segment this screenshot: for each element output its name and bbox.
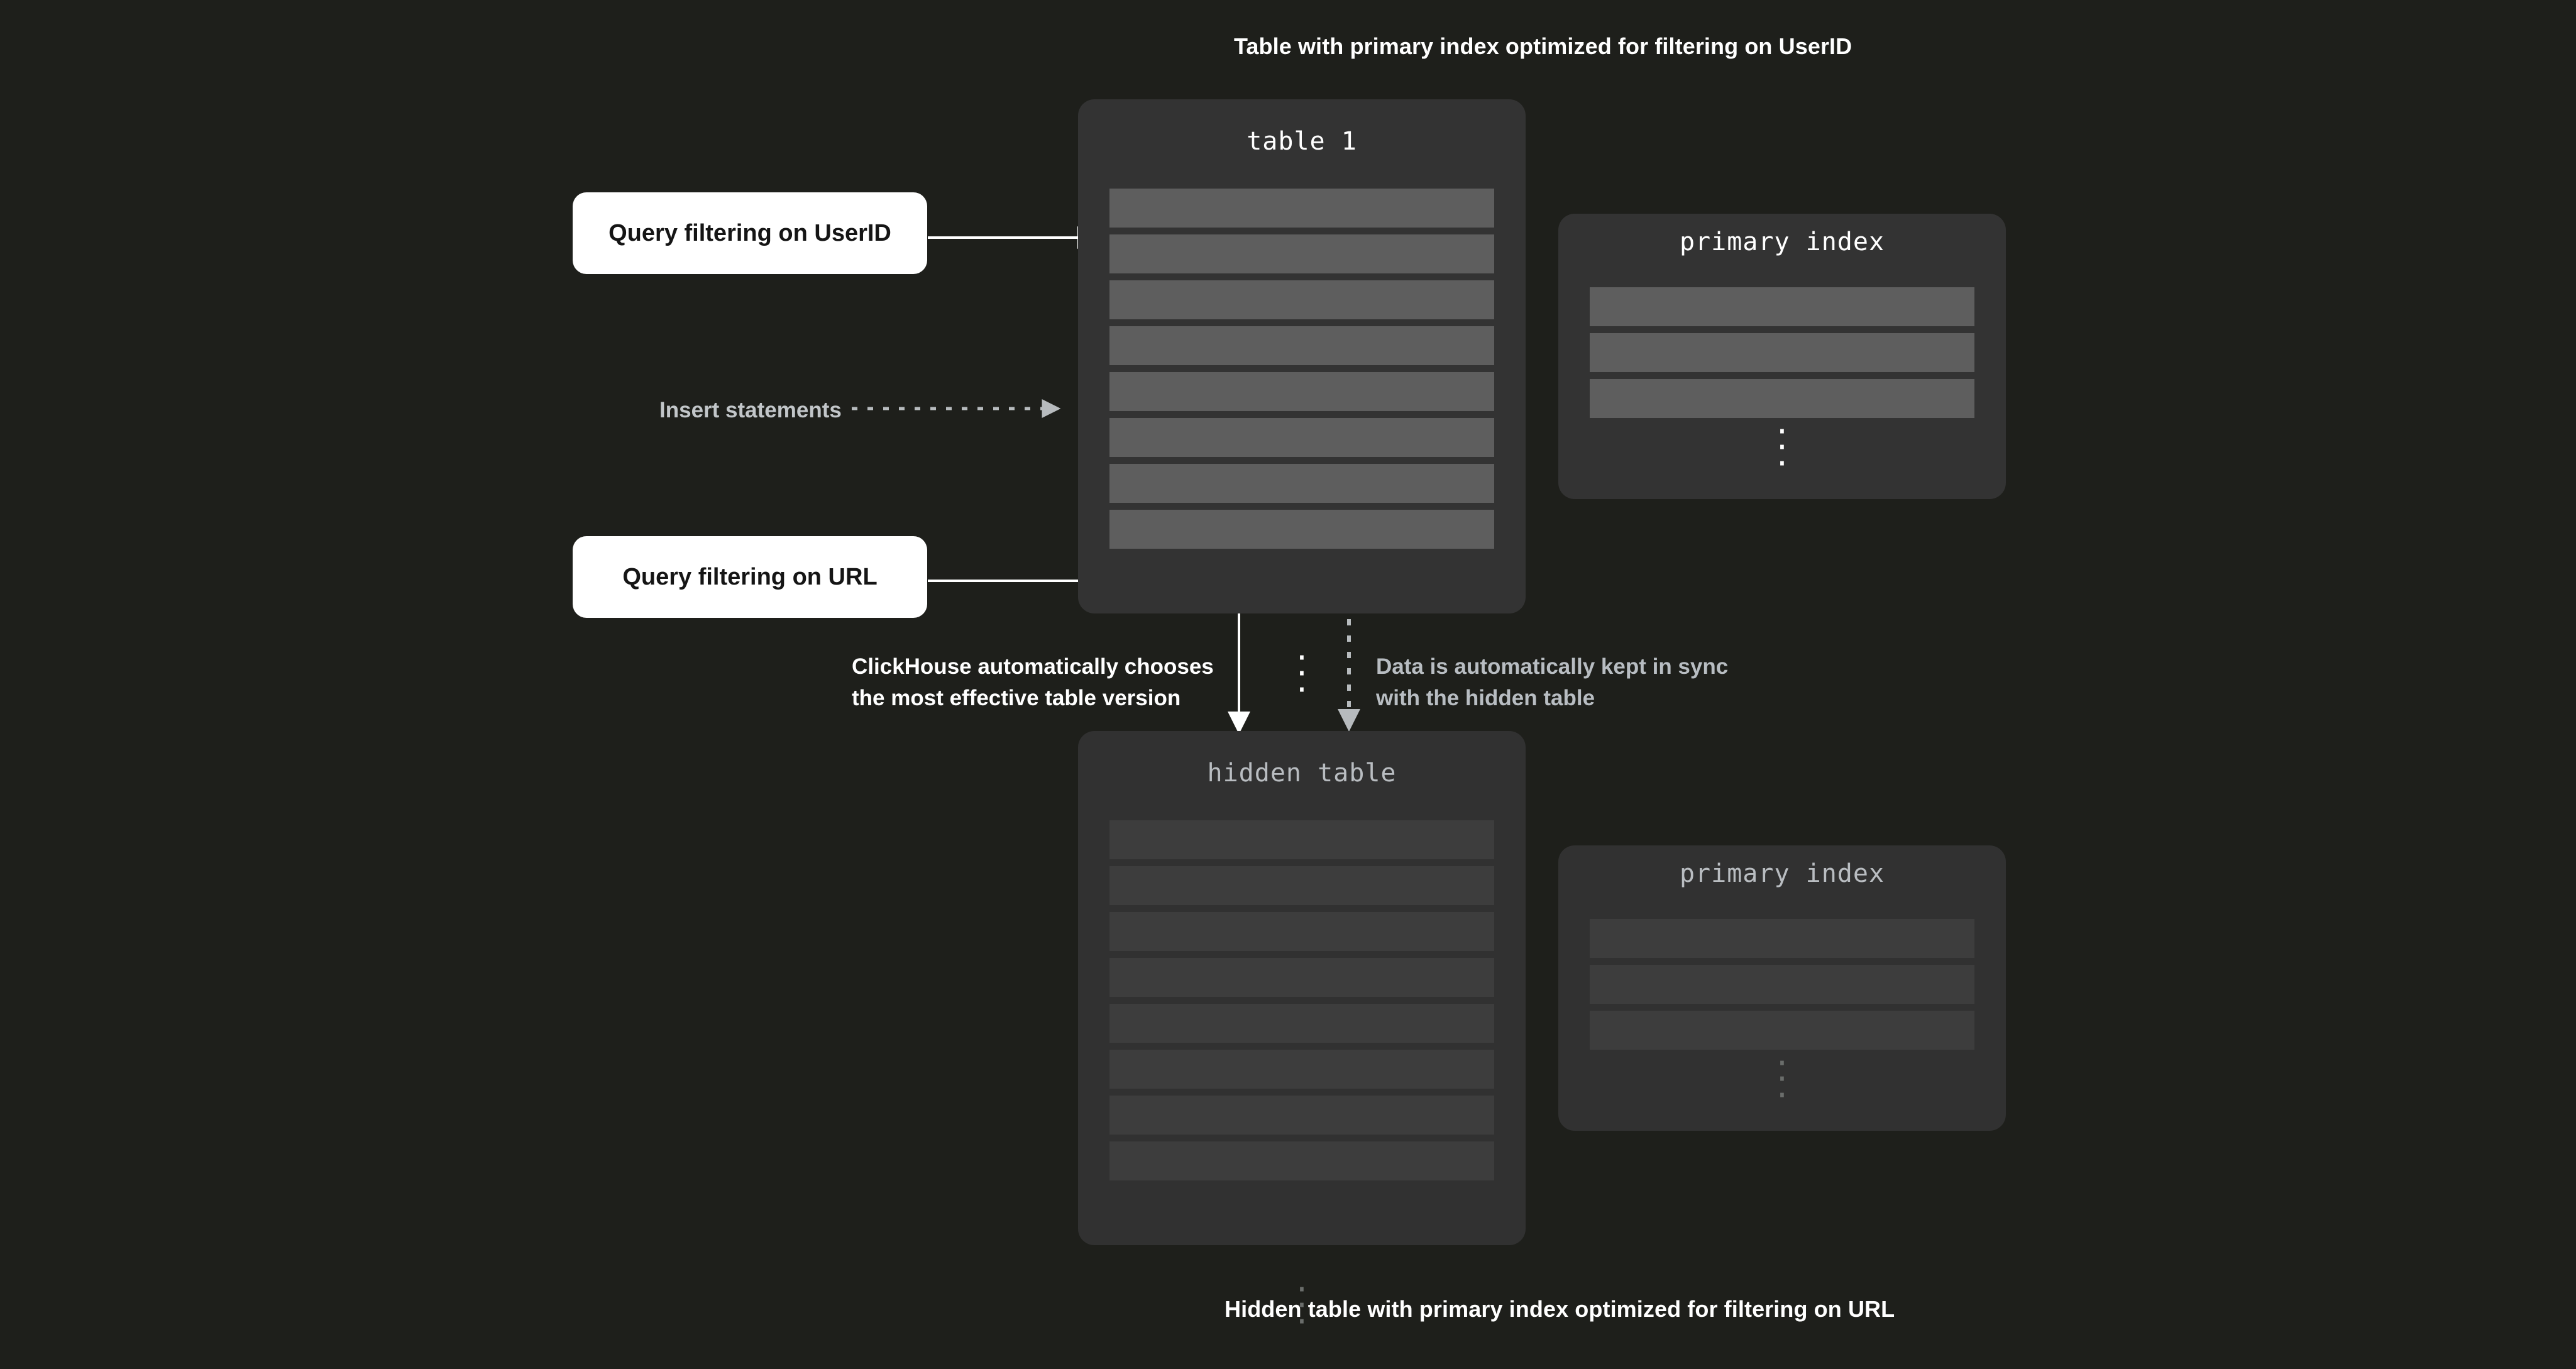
table1-title: table 1: [1247, 127, 1357, 156]
query-filtering-url-box[interactable]: Query filtering on URL: [573, 536, 927, 618]
index-row: [1590, 965, 1974, 1004]
primary-index-top-rows: [1558, 287, 2006, 425]
bottom-caption: Hidden table with primary index optimize…: [1225, 1296, 1895, 1322]
index-row: [1590, 287, 1974, 326]
table-row: [1109, 326, 1494, 365]
table-row: [1109, 234, 1494, 273]
query-filtering-userid-label: Query filtering on UserID: [608, 219, 891, 246]
table-row: [1109, 820, 1494, 859]
index-row: [1590, 919, 1974, 958]
hidden-table-title: hidden table: [1207, 759, 1397, 788]
table-row: [1109, 280, 1494, 319]
table-row: [1109, 866, 1494, 905]
primary-index-bottom-rows: [1558, 919, 2006, 1057]
table-row: [1109, 418, 1494, 457]
table-row: [1109, 1004, 1494, 1043]
primary-index-top-title: primary index: [1679, 228, 1885, 256]
table-row: [1109, 510, 1494, 549]
vertical-ellipsis-icon: ···: [1293, 1272, 1311, 1338]
table-row: [1109, 912, 1494, 951]
table-row: [1109, 1141, 1494, 1180]
clickhouse-chooses-label: ClickHouse automatically chooses the mos…: [852, 654, 1214, 710]
vertical-ellipsis-icon: ···: [1773, 414, 1791, 480]
primary-index-bottom-title: primary index: [1679, 859, 1885, 888]
insert-statements-label: Insert statements: [659, 398, 842, 422]
data-in-sync-label: Data is automatically kept in sync with …: [1376, 654, 1729, 710]
top-caption: Table with primary index optimized for f…: [1234, 33, 1852, 59]
hidden-table-card: hidden table ···: [1078, 731, 1526, 1336]
primary-index-top-card: primary index ···: [1558, 214, 2006, 499]
query-filtering-userid-box[interactable]: Query filtering on UserID: [573, 192, 927, 274]
table1-card: table 1 ···: [1078, 99, 1526, 704]
table1-rows: [1078, 189, 1526, 556]
table-row: [1109, 189, 1494, 228]
index-row: [1590, 379, 1974, 418]
table-row: [1109, 1050, 1494, 1089]
vertical-ellipsis-icon: ···: [1773, 1046, 1791, 1112]
primary-index-bottom-card: primary index ···: [1558, 845, 2006, 1131]
table-row: [1109, 464, 1494, 503]
table-row: [1109, 372, 1494, 411]
index-row: [1590, 333, 1974, 372]
query-filtering-url-label: Query filtering on URL: [622, 563, 878, 590]
table-row: [1109, 958, 1494, 997]
hidden-table-rows: [1078, 820, 1526, 1187]
index-row: [1590, 1011, 1974, 1050]
vertical-ellipsis-icon: ···: [1293, 641, 1311, 706]
table-row: [1109, 1096, 1494, 1135]
